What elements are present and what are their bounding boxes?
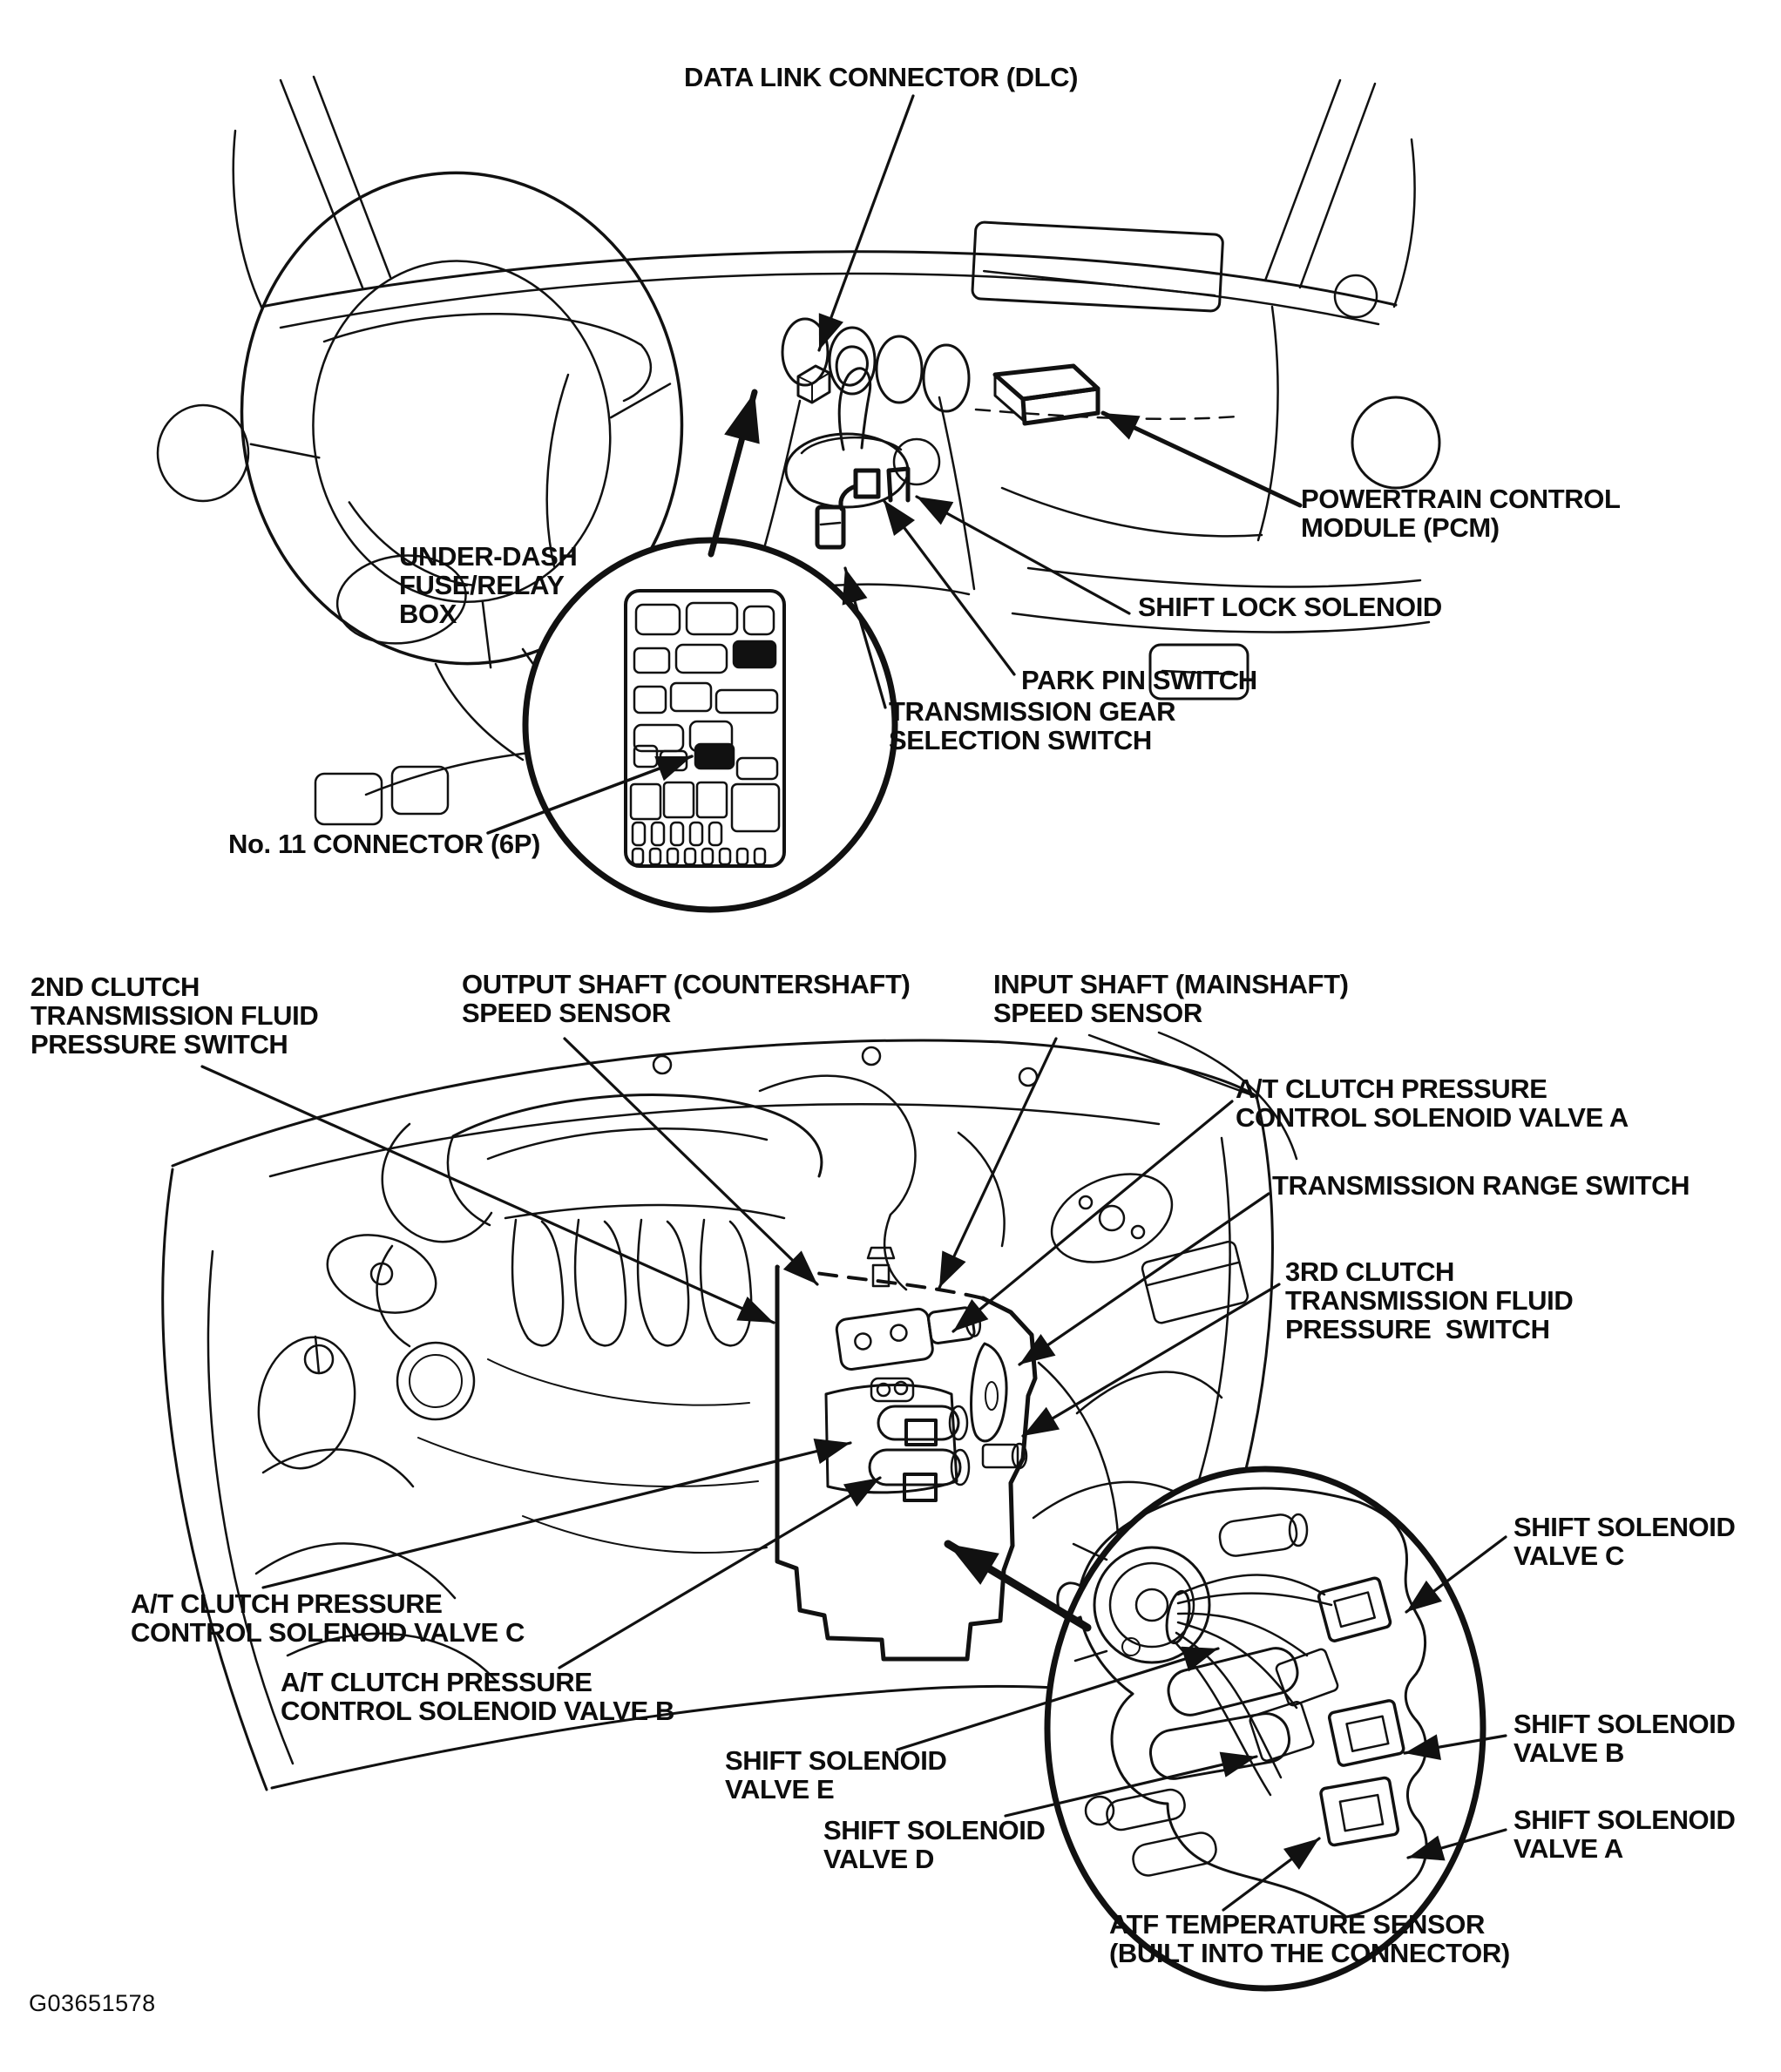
label-at-clutch-solenoid-valve-a: A/T CLUTCH PRESSURE CONTROL SOLENOID VAL…	[1236, 1073, 1629, 1133]
leader-ss-valve-d	[1004, 1751, 1258, 1818]
label-shift-solenoid-valve-b: SHIFT SOLENOID VALVE B	[1514, 1709, 1736, 1768]
connector-valve-c	[1317, 1576, 1392, 1642]
label-transmission-range-switch: TRANSMISSION RANGE SWITCH	[1272, 1170, 1690, 1201]
main-solenoid-cylinder	[1072, 1542, 1211, 1664]
valve-body-circle	[1044, 1466, 1486, 1992]
dash-clock	[1333, 274, 1378, 319]
left-dash-vent	[156, 403, 250, 503]
figure-id: G03651578	[29, 1990, 156, 2016]
leader-valve-c	[261, 1439, 852, 1589]
leader-no11	[486, 755, 694, 835]
label-powertrain-control-module: POWERTRAIN CONTROL MODULE (PCM)	[1301, 484, 1621, 543]
leader-shift-lock	[915, 495, 1131, 615]
leader-park-pin	[882, 498, 1016, 676]
leader-dlc	[817, 94, 915, 352]
label-atf-temperature-sensor: ATF TEMPERATURE SENSOR (BUILT INTO THE C…	[1109, 1909, 1510, 1968]
nav-display	[971, 220, 1224, 313]
label-shift-solenoid-valve-e: SHIFT SOLENOID VALVE E	[725, 1745, 947, 1805]
leader-gear-selection	[842, 566, 887, 709]
center-vents	[781, 317, 971, 413]
hood-edge	[171, 1039, 1258, 1168]
transmission-housing	[775, 1246, 1038, 1662]
gear-selection-switch-part	[815, 504, 846, 550]
a-pillar-left	[279, 75, 392, 289]
label-shift-solenoid-valve-a: SHIFT SOLENOID VALVE A	[1514, 1805, 1736, 1864]
fuse-box-circle	[522, 537, 898, 913]
leader-atf	[1222, 1837, 1321, 1912]
strut-tower-left	[326, 1234, 437, 1314]
label-data-link-connector: DATA LINK CONNECTOR (DLC)	[684, 62, 1079, 92]
leader-lines	[200, 94, 1507, 1912]
label-shift-solenoid-valve-d: SHIFT SOLENOID VALVE D	[823, 1815, 1046, 1874]
steering-wheel	[240, 171, 684, 669]
fuses	[629, 601, 781, 866]
valve-body-magnifier	[1044, 1466, 1486, 1992]
engine-block	[376, 1046, 1039, 1554]
lower-studs	[1084, 1788, 1217, 1877]
leader-pcm	[1100, 410, 1303, 508]
dlc-connector-part	[796, 364, 831, 404]
leader-2nd-clutch	[200, 1065, 775, 1324]
label-2nd-clutch-pressure-switch: 2ND CLUTCH TRANSMISSION FLUID PRESSURE S…	[30, 972, 319, 1060]
shift-lever	[837, 367, 872, 451]
leader-3rd-clutch	[1021, 1283, 1281, 1438]
label-input-shaft-speed-sensor: INPUT SHAFT (MAINSHAFT) SPEED SENSOR	[993, 969, 1349, 1028]
label-shift-solenoid-valve-c: SHIFT SOLENOID VALVE C	[1514, 1512, 1736, 1571]
label-at-clutch-solenoid-valve-c: A/T CLUTCH PRESSURE CONTROL SOLENOID VAL…	[131, 1588, 525, 1648]
leader-ss-valve-e	[896, 1646, 1220, 1751]
strut-tower-right	[1050, 1173, 1174, 1263]
label-output-shaft-speed-sensor: OUTPUT SHAFT (COUNTERSHAFT) SPEED SENSOR	[462, 969, 911, 1028]
leader-range-switch	[1018, 1192, 1270, 1366]
park-pin-switch-part	[886, 466, 911, 503]
glove-box	[1011, 566, 1431, 633]
label-3rd-clutch-pressure-switch: 3RD CLUTCH TRANSMISSION FLUID PRESSURE S…	[1285, 1256, 1574, 1344]
leader-under-dash	[708, 389, 760, 558]
leader-ss-valve-a	[1406, 1828, 1507, 1861]
fuse-box-magnifier	[522, 537, 898, 913]
leader-magnifier	[944, 1540, 1092, 1632]
leader-valve-b	[558, 1476, 882, 1669]
label-park-pin-switch: PARK PIN SWITCH	[1021, 665, 1257, 695]
relay-filled	[732, 640, 777, 669]
no11-connector-part	[694, 742, 735, 770]
label-under-dash-fuse-relay-box: UNDER-DASH FUSE/RELAY BOX	[399, 541, 578, 629]
right-dash-vent	[1351, 396, 1441, 490]
connector-valve-b	[1327, 1699, 1405, 1767]
pcm-part	[992, 363, 1100, 426]
leader-input-shaft	[938, 1037, 1058, 1290]
connector-valve-a	[1319, 1776, 1400, 1847]
leader-ss-valve-c	[1405, 1535, 1507, 1614]
leader-output-shaft	[563, 1037, 819, 1286]
top-solenoids	[1218, 1513, 1309, 1557]
label-no11-connector: No. 11 CONNECTOR (6P)	[228, 829, 540, 859]
valve-body-plate	[1056, 1486, 1428, 1919]
a-pillar-right	[1263, 78, 1377, 289]
fuse-box-outline	[624, 589, 786, 868]
left-fender	[161, 1168, 268, 1791]
label-at-clutch-solenoid-valve-b: A/T CLUTCH PRESSURE CONTROL SOLENOID VAL…	[281, 1667, 674, 1726]
leader-ss-valve-b	[1403, 1734, 1507, 1760]
label-shift-lock-solenoid: SHIFT LOCK SOLENOID	[1138, 592, 1442, 622]
leader-valve-a	[951, 1100, 1234, 1333]
label-transmission-gear-selection-switch: TRANSMISSION GEAR SELECTION SWITCH	[889, 696, 1176, 755]
